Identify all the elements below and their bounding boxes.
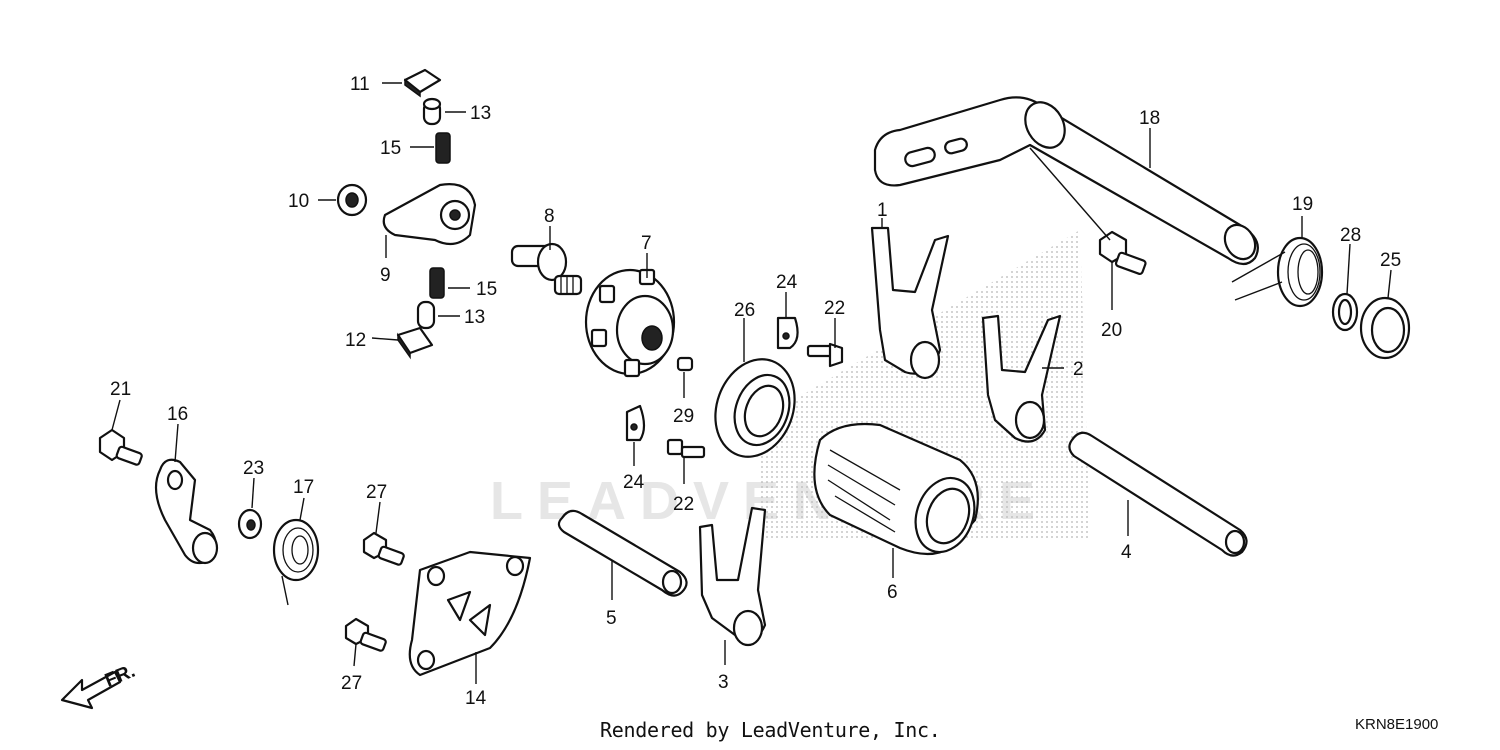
part-14-plate[interactable] xyxy=(408,550,532,677)
callout-13-lower: 13 xyxy=(464,307,485,328)
callout-27-upper: 27 xyxy=(366,482,387,503)
callout-22-upper: 22 xyxy=(824,298,845,319)
part-17-spring[interactable] xyxy=(272,518,320,606)
callout-6: 6 xyxy=(887,582,898,603)
callout-7: 7 xyxy=(641,233,652,254)
callout-26: 26 xyxy=(734,300,755,321)
part-10-cap[interactable] xyxy=(336,183,368,217)
callout-20: 20 xyxy=(1101,320,1122,341)
part-24-plate-upper[interactable] xyxy=(776,316,799,350)
callout-11: 11 xyxy=(350,74,370,95)
part-29-dowel-pin[interactable] xyxy=(676,356,694,372)
callout-28: 28 xyxy=(1340,225,1361,246)
callout-8: 8 xyxy=(544,206,555,227)
part-13-pin-lower[interactable] xyxy=(416,300,436,330)
part-3-shift-fork[interactable] xyxy=(698,506,767,647)
callout-24-upper: 24 xyxy=(776,272,798,293)
part-21-bolt[interactable] xyxy=(98,428,143,466)
part-20-bolt[interactable] xyxy=(1098,230,1147,275)
front-marker: FR. xyxy=(102,661,138,692)
callout-1: 1 xyxy=(877,200,888,221)
part-1-shift-fork[interactable] xyxy=(870,226,950,380)
callout-18: 18 xyxy=(1139,108,1160,129)
part-16-stopper-arm[interactable] xyxy=(154,458,219,565)
callout-24-lower: 24 xyxy=(623,472,645,493)
front-direction-arrow xyxy=(60,670,122,710)
callout-17: 17 xyxy=(293,477,314,498)
callout-16: 16 xyxy=(167,404,188,425)
part-18-gearshift-spindle[interactable] xyxy=(873,95,1261,266)
callout-10: 10 xyxy=(288,191,309,212)
callout-14: 14 xyxy=(465,688,487,709)
part-23-washer[interactable] xyxy=(237,508,263,540)
part-4-fork-shaft[interactable] xyxy=(1068,431,1248,557)
callout-15-lower: 15 xyxy=(476,279,497,300)
part-9-stopper-arm[interactable] xyxy=(382,183,477,246)
part-15-spring-upper[interactable] xyxy=(435,132,451,164)
part-8-shaft-bolt[interactable] xyxy=(510,242,583,296)
callout-29: 29 xyxy=(673,406,694,427)
callout-22-lower: 22 xyxy=(673,494,694,515)
callout-25: 25 xyxy=(1380,250,1401,271)
part-19-return-spring[interactable] xyxy=(1231,236,1324,308)
part-25-washer[interactable] xyxy=(1359,296,1411,360)
part-2-shift-fork[interactable] xyxy=(981,314,1062,443)
callout-labels: 11 13 15 10 9 15 13 12 8 7 29 26 24 22 2… xyxy=(102,74,1401,709)
part-27-bolt-upper[interactable] xyxy=(362,531,405,566)
callout-2: 2 xyxy=(1073,359,1084,380)
part-27-bolt-lower[interactable] xyxy=(344,617,387,652)
part-12-plate[interactable] xyxy=(396,326,434,360)
part-24-plate-lower[interactable] xyxy=(625,404,646,442)
leader-lines xyxy=(111,82,1392,684)
footer-credit: Rendered by LeadVenture, Inc. xyxy=(600,718,941,742)
callout-13-upper: 13 xyxy=(470,103,491,124)
part-7-drum-center[interactable] xyxy=(584,268,676,378)
part-13-pin-upper[interactable] xyxy=(422,97,442,126)
callout-23: 23 xyxy=(243,458,264,479)
callout-4: 4 xyxy=(1121,542,1132,563)
part-22-bolt-upper[interactable] xyxy=(806,342,844,368)
part-6-shift-drum[interactable] xyxy=(813,422,984,560)
part-11-plate[interactable] xyxy=(403,68,442,98)
callout-15-upper: 15 xyxy=(380,138,401,159)
part-26-bearing[interactable] xyxy=(702,348,808,468)
part-22-bolt-lower[interactable] xyxy=(666,438,706,459)
diagram-code: KRN8E1900 xyxy=(1355,716,1439,733)
part-28-circlip[interactable] xyxy=(1331,292,1359,332)
callout-27-lower: 27 xyxy=(341,673,362,694)
part-5-fork-shaft[interactable] xyxy=(557,509,688,597)
part-15-spring-lower[interactable] xyxy=(429,267,445,299)
callout-12: 12 xyxy=(345,330,366,351)
callout-3: 3 xyxy=(718,672,729,693)
callout-21: 21 xyxy=(110,379,131,400)
callout-9: 9 xyxy=(380,265,391,286)
callout-19: 19 xyxy=(1292,194,1313,215)
callout-5: 5 xyxy=(606,608,617,629)
